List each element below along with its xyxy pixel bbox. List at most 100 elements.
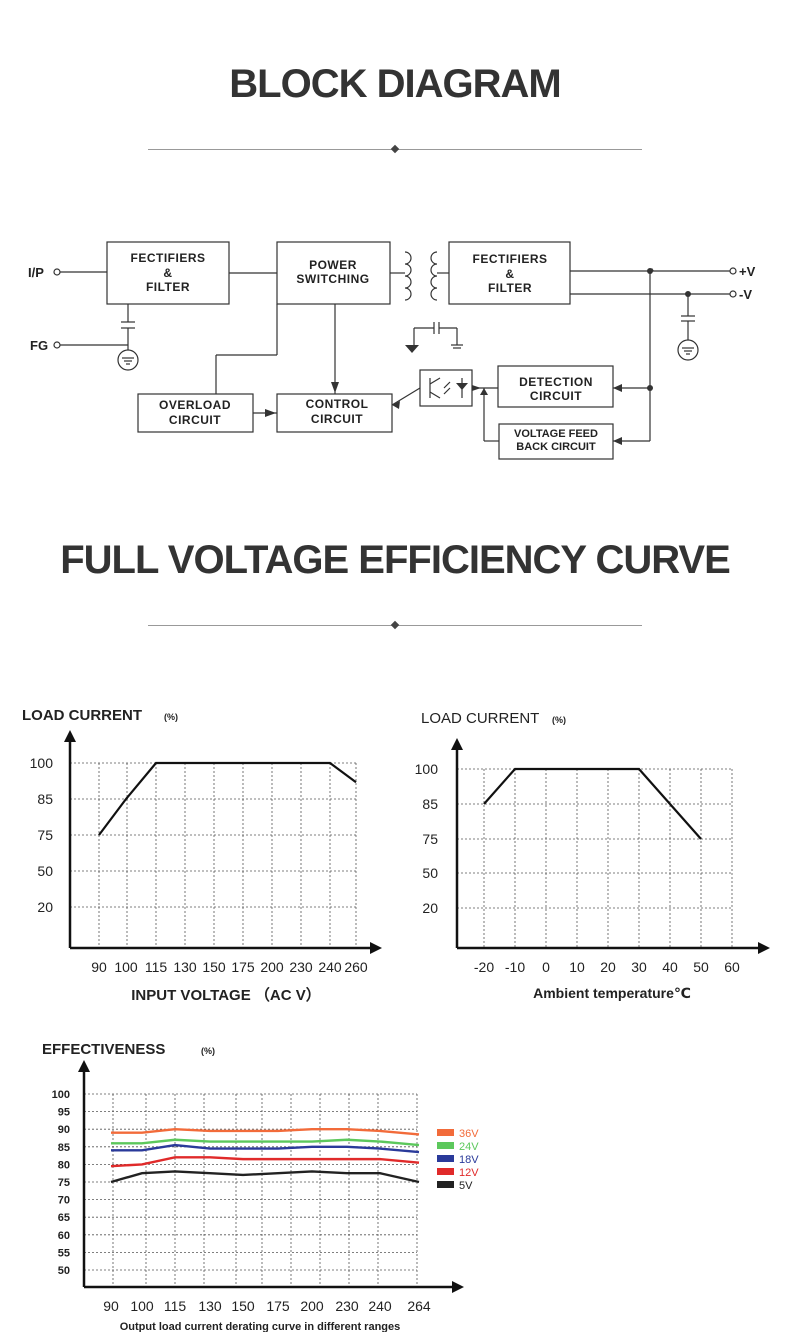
power-line-2: SWITCHING [296,272,369,286]
rectifier-line-3: FILTER [146,280,190,294]
x-axis-arrow [452,1281,464,1293]
rectifier2-line-1: FECTIFIERS [472,252,547,266]
x-tick-label: 260 [344,959,368,975]
x-axis-label: Ambient temperature℃ [533,985,691,1001]
x-tick-label: 200 [300,1298,324,1314]
x-tick-label: 175 [266,1298,290,1314]
y-tick-label: 85 [58,1142,70,1154]
x-tick-label: 90 [103,1298,119,1314]
x-tick-label: 230 [335,1298,359,1314]
efficiency-curve-title: FULL VOLTAGE EFFICIENCY CURVE [60,538,731,582]
title-divider [148,620,642,630]
x-tick-label: 200 [260,959,284,975]
y-tick-label: 75 [58,1177,70,1189]
y-tick-label: 75 [422,831,438,847]
overload-line-2: CIRCUIT [169,413,221,427]
x-tick-label: 90 [91,959,107,975]
y-axis-arrow [78,1060,90,1072]
series-line [98,761,357,836]
x-tick-label: 130 [173,959,197,975]
control-line-1: CONTROL [306,397,369,411]
control-line-2: CIRCUIT [311,412,363,426]
output-positive-label: +V [739,264,756,279]
legend-label: 18V [459,1154,479,1166]
power-line-1: POWER [309,258,357,272]
legend-label: 12V [459,1167,479,1179]
y-tick-label: 65 [58,1212,70,1224]
x-tick-label: 100 [130,1298,154,1314]
detection-line-1: DETECTION [519,375,593,389]
rectifier-line-2: & [163,266,172,280]
y-tick-label: 50 [58,1265,70,1277]
x-tick-label: -10 [505,959,525,975]
chart-title-unit: (%) [164,712,178,722]
x-tick-label: 20 [600,959,616,975]
y-tick-label: 20 [37,899,53,915]
optocoupler-box [419,369,473,407]
detection-line-2: CIRCUIT [530,389,582,403]
legend-swatch [437,1129,454,1136]
y-tick-label: 70 [58,1195,70,1207]
detection-circuit-box [497,365,614,408]
legend-swatch [437,1142,454,1149]
x-tick-label: 230 [289,959,313,975]
x-tick-label: 240 [318,959,342,975]
chart-title-unit: (%) [552,715,566,725]
y-tick-label: 75 [37,827,53,843]
y-tick-label: 50 [37,863,53,879]
y-tick-label: 90 [58,1124,70,1136]
chart-title: EFFECTIVENESS [42,1041,165,1058]
x-axis-label: Output load current derating curve in di… [120,1321,401,1332]
series-line-5V [110,1170,420,1184]
x-tick-label: 150 [231,1298,255,1314]
x-tick-label: 60 [724,959,740,975]
series-line [483,767,702,840]
x-axis-arrow [370,942,382,954]
x-tick-label: 115 [164,1298,187,1314]
y-tick-label: 85 [37,791,53,807]
feedback-line-2: BACK CIRCUIT [516,441,596,453]
x-axis-label: INPUT VOLTAGE （AC V） [131,986,320,1004]
legend-swatch [437,1155,454,1162]
chart-title: LOAD CURRENT [421,710,539,727]
rectifier2-line-3: FILTER [488,281,532,295]
x-tick-label: 240 [368,1298,392,1314]
input-label: I/P [28,265,44,280]
chart-title: LOAD CURRENT [22,707,142,724]
x-tick-label: 150 [202,959,226,975]
series-line-12V [110,1156,420,1168]
feedback-line-1: VOLTAGE FEED [514,428,598,440]
overload-line-1: OVERLOAD [159,398,231,412]
y-tick-label: 100 [30,755,54,771]
block-diagram: I/P FG +V -V FECTIFIERS & FILTER POWER S… [28,241,756,460]
x-axis-arrow [758,942,770,954]
series-line-36V [111,1127,420,1136]
y-tick-label: 100 [52,1089,70,1101]
x-tick-label: 130 [198,1298,222,1314]
y-tick-label: 20 [422,900,438,916]
y-tick-label: 60 [58,1230,70,1242]
title-divider [148,144,642,154]
y-axis-arrow [64,730,76,742]
legend-swatch [437,1181,454,1188]
y-tick-label: 50 [422,865,438,881]
x-tick-label: 10 [569,959,585,975]
x-tick-label: 30 [631,959,647,975]
x-tick-label: 50 [693,959,709,975]
y-tick-label: 85 [422,796,438,812]
legend-swatch [437,1168,454,1175]
output-negative-label: -V [739,287,752,302]
x-tick-label: 264 [407,1298,431,1314]
rectifier2-line-2: & [505,267,514,281]
block-diagram-title: BLOCK DIAGRAM [229,62,561,106]
x-tick-label: 40 [662,959,678,975]
x-tick-label: 175 [231,959,255,975]
x-tick-label: 100 [114,959,138,975]
legend-label: 36V [459,1128,479,1140]
divider-diamond [390,620,400,630]
y-tick-label: 95 [58,1107,70,1119]
rectifier-line-1: FECTIFIERS [130,251,205,265]
x-tick-label: -20 [474,959,494,975]
x-tick-label: 115 [145,959,168,975]
series-line-24V [111,1138,420,1147]
